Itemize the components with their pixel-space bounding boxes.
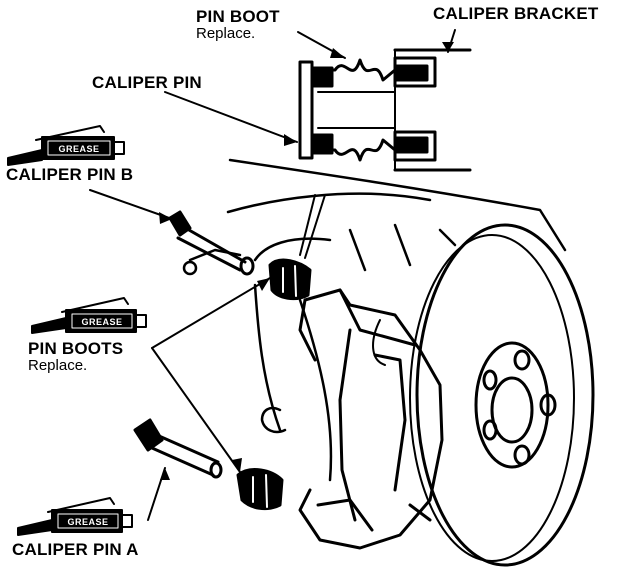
caliper-pin-a-label: CALIPER PIN A xyxy=(12,540,139,559)
pin-boot-upper xyxy=(268,258,312,301)
pin-boot-cross-section xyxy=(298,48,472,172)
caliper-body xyxy=(298,288,444,550)
caliper-pin-label: CALIPER PIN xyxy=(92,73,202,92)
grease-tube-2-label: GREASE xyxy=(81,317,122,327)
steering-knuckle xyxy=(182,158,567,482)
grease-tube-3-label: GREASE xyxy=(67,517,108,527)
caliper-pin-b-part xyxy=(168,210,255,276)
grease-tube-2 xyxy=(31,297,147,334)
brake-disc xyxy=(409,223,595,567)
pin-boot-callout: PIN BOOT Replace. xyxy=(196,8,280,42)
caliper-pin-b-label: CALIPER PIN B xyxy=(6,165,134,184)
arrowheads xyxy=(159,42,454,480)
pin-boot-note: Replace. xyxy=(196,24,256,42)
pin-boot-lower xyxy=(236,468,284,511)
leader-lines xyxy=(89,29,456,521)
pin-boots-note: Replace. xyxy=(28,356,88,374)
caliper-pin-a-part xyxy=(133,418,223,479)
grease-tube-1 xyxy=(7,125,125,166)
pin-boot-title: PIN BOOT xyxy=(196,7,280,26)
grease-tube-1-label: GREASE xyxy=(58,144,99,154)
pin-boots-callout: PIN BOOTS Replace. xyxy=(28,340,123,374)
grease-tube-3 xyxy=(17,497,133,536)
caliper-bracket-label: CALIPER BRACKET xyxy=(433,4,599,23)
pin-boots-title: PIN BOOTS xyxy=(28,339,124,358)
